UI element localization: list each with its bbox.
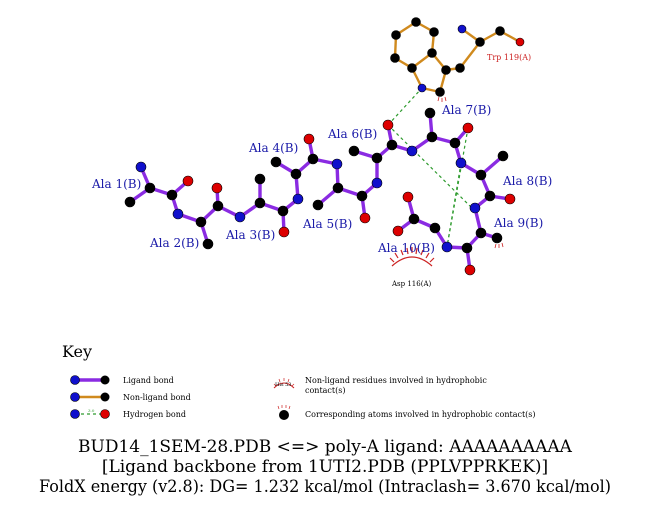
atoms: [124, 17, 525, 276]
label-ala1: Ala 1(B): [91, 177, 141, 191]
key-ligand-bond-label: Ligand bond: [123, 376, 174, 385]
label-ala5: Ala 5(B): [302, 217, 352, 231]
atom-contact-marks: [437, 96, 504, 249]
key-hydrophobic-line2: contact(s): [305, 386, 345, 395]
asp-hydrophobic-arc: [389, 247, 435, 267]
key-hbond-label: Hydrogen bond: [123, 410, 186, 419]
hbond-o6-trp-n: [387, 87, 423, 126]
hydrogen-bonds: [387, 87, 473, 248]
key-hbond-sample: 3.0: [70, 408, 110, 419]
label-asp: Asp 116(A): [391, 280, 432, 288]
hbond-n8-n10: [446, 162, 462, 248]
key-nonligand-bond-sample: [70, 392, 110, 402]
key-his-label: His 53: [275, 382, 291, 388]
label-ala4: Ala 4(B): [248, 141, 298, 155]
key-ligand-bond-sample: [70, 375, 110, 385]
caption-line-2: [Ligand backbone from 1UTI2.PDB (PPLVPPR…: [102, 457, 548, 477]
label-ala9: Ala 9(B): [493, 216, 543, 230]
label-ala2: Ala 2(B): [149, 236, 199, 250]
label-ala6: Ala 6(B): [327, 127, 377, 141]
key-hbond-distance: 3.0: [88, 408, 95, 413]
label-ala10: Ala 10(B): [377, 241, 435, 255]
key-hydrophobic-line1: Non-ligand residues involved in hydropho…: [305, 376, 487, 385]
label-ala7: Ala 7(B): [441, 103, 491, 117]
label-trp: Trp 119(A): [487, 53, 531, 62]
caption-line-1: BUD14_1SEM-28.PDB <=> poly-A ligand: AAA…: [78, 437, 573, 457]
label-ala3: Ala 3(B): [225, 228, 275, 242]
hbond-o6-asp: [387, 124, 473, 209]
key-corresponding-label: Corresponding atoms involved in hydropho…: [305, 410, 536, 419]
key-title: Key: [62, 342, 92, 361]
key-hydrophobic-residue-sample: His 53: [273, 378, 295, 389]
label-ala8: Ala 8(B): [502, 174, 552, 188]
key-nonligand-bond-label: Non-ligand bond: [123, 393, 191, 402]
key-corresponding-atom-sample: [277, 405, 291, 420]
caption-line-3: FoldX energy (v2.8): DG= 1.232 kcal/mol …: [39, 477, 611, 497]
